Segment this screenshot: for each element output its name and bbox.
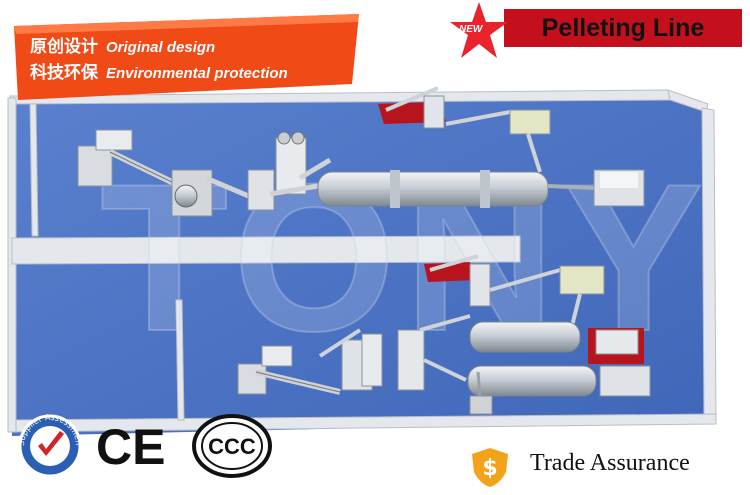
upper-production-line	[77, 86, 645, 217]
ce-mark-icon: CE	[96, 419, 165, 475]
svg-text:$: $	[482, 456, 497, 481]
new-badge-text: NEW	[459, 24, 483, 35]
svg-text:CE: CE	[96, 419, 165, 475]
title-area: Pelleting Line NEW	[446, 0, 750, 62]
certification-logos: Supplier Assessment CE CCC	[0, 397, 300, 490]
banner-en-2: Environmental protection	[106, 65, 288, 82]
dollar-shield-icon: $	[472, 448, 508, 487]
banner-en-1: Original design	[106, 39, 216, 56]
banner-line-1: 原创设计 Original design	[30, 32, 215, 57]
trade-assurance: $ Trade Assurance	[470, 440, 750, 490]
design-banner: 原创设计 Original design 科技环保 Environmental pr…	[14, 14, 359, 100]
lower-production-line	[237, 254, 651, 415]
banner-line-2: 科技环保 Environmental protection	[30, 58, 288, 83]
page-title: Pelleting Line	[504, 9, 742, 47]
new-badge-icon	[450, 2, 508, 58]
banner-shape	[14, 14, 359, 100]
banner-cn-2: 科技环保	[30, 63, 98, 83]
svg-text:CCC: CCC	[208, 434, 256, 459]
trade-assurance-label: Trade Assurance	[530, 450, 690, 476]
cert-marks: Supplier Assessment CE CCC	[0, 397, 272, 478]
ccc-mark-icon: CCC	[192, 414, 272, 478]
walls	[7, 89, 717, 433]
banner-cn-1: 原创设计	[30, 37, 98, 57]
supplier-assessment-seal-icon: Supplier Assessment	[0, 397, 83, 478]
